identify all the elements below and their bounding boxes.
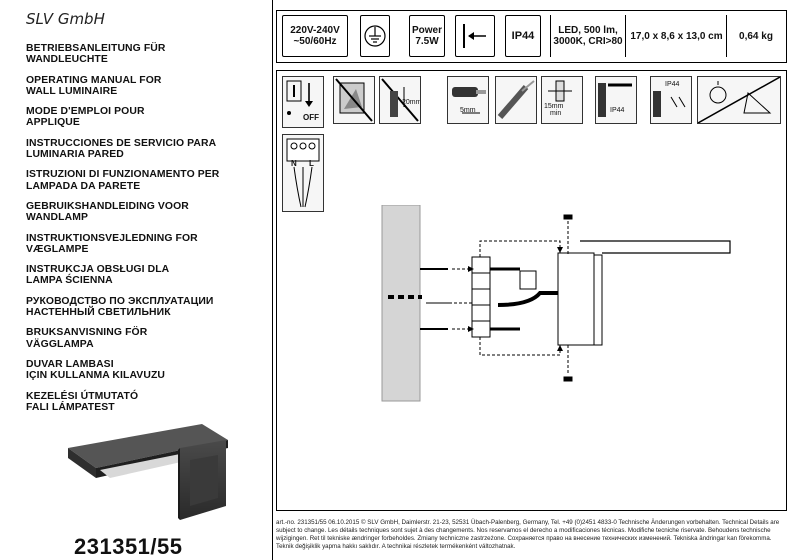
dimensions-spec: 17,0 x 8,6 x 13,0 cm bbox=[627, 15, 727, 57]
voltage-spec: 220V-240V~50/60Hz bbox=[282, 15, 348, 57]
led-spec: LED, 500 lm,3000K, CRI>80 bbox=[550, 15, 626, 57]
terminal-n-label: N bbox=[291, 159, 297, 168]
article-number: 231351/55 bbox=[74, 534, 183, 559]
spec-bar bbox=[276, 10, 787, 63]
column-divider bbox=[272, 0, 273, 560]
strip-20mm-label: 20mm bbox=[402, 99, 421, 106]
product-photo bbox=[68, 424, 228, 520]
installation-diagram bbox=[381, 205, 731, 402]
strip-length-step: 20mm bbox=[379, 76, 421, 124]
weight-spec: 0,64 kg bbox=[739, 30, 773, 42]
ip44-label-a: IP44 bbox=[610, 107, 625, 114]
terminal-connection-step: N L bbox=[282, 134, 324, 212]
strip-5mm-label: 5mm bbox=[460, 107, 476, 114]
protection-class-icon bbox=[360, 15, 390, 57]
ip44-rain-step: IP44 bbox=[650, 76, 692, 124]
ip44-label-b: IP44 bbox=[665, 81, 680, 88]
off-label: OFF bbox=[303, 113, 319, 122]
mounting-surface-icon bbox=[455, 15, 495, 57]
instruction-panel bbox=[276, 70, 787, 511]
ip-rating-spec: IP44 bbox=[505, 15, 541, 57]
ip44-outdoor-step: IP44 bbox=[595, 76, 637, 124]
no-cover-step bbox=[697, 76, 781, 124]
brand-name: SLV GmbH bbox=[26, 10, 105, 28]
wire-twist-step bbox=[495, 76, 537, 124]
no-wet-install-step bbox=[333, 76, 375, 124]
legal-footer: art.-no. 231351/55 06.10.2015 © SLV GmbH… bbox=[276, 519, 780, 550]
power-off-step: OFF bbox=[282, 76, 324, 128]
terminal-l-label: L bbox=[309, 159, 314, 168]
wire-strip-step: 5mm bbox=[447, 76, 489, 124]
